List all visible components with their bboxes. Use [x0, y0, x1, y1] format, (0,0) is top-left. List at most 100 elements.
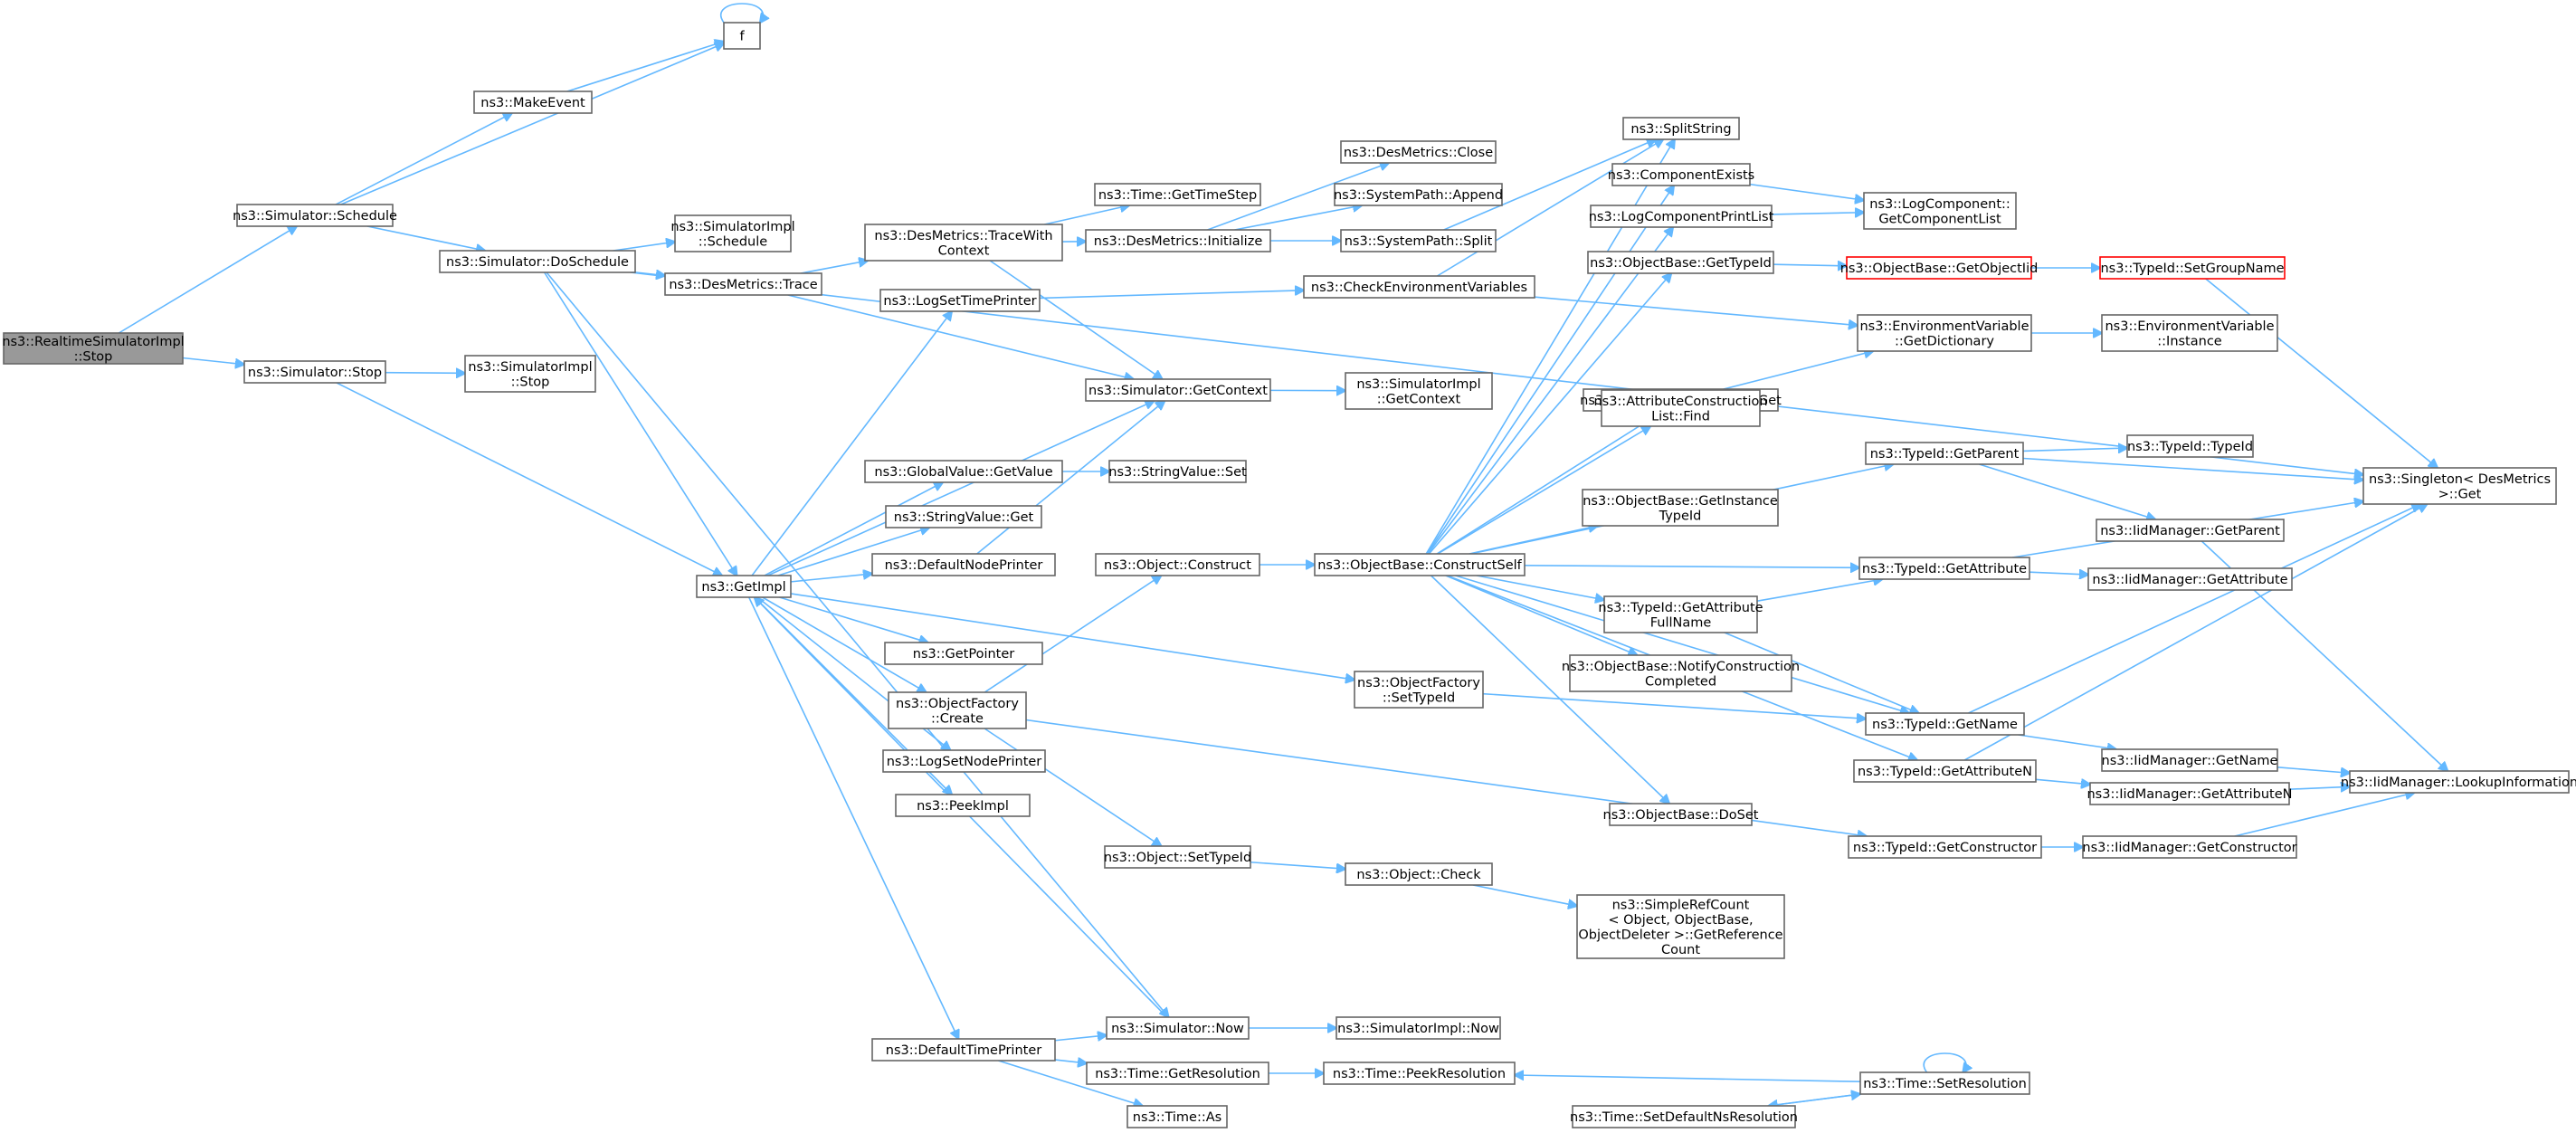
node-typeid-getparent[interactable]: ns3::TypeId::GetParent: [1865, 442, 2024, 465]
node-sim-getcontext[interactable]: ns3::Simulator::GetContext: [1085, 378, 1271, 402]
node-singleton-get[interactable]: ns3::Singleton< DesMetrics >::Get: [2362, 467, 2557, 505]
node-objfactory-create[interactable]: ns3::ObjectFactory::Create: [888, 691, 1027, 729]
node-simimpl-schedule[interactable]: ns3::SimulatorImpl::Schedule: [670, 214, 795, 252]
node-simplerefcount[interactable]: ns3::SimpleRefCount< Object, ObjectBase,…: [1576, 894, 1785, 959]
call-edge-syspath_split-to-splitstring: [1443, 139, 1656, 231]
node-desm-initialize[interactable]: ns3::DesMetrics::Initialize: [1085, 229, 1271, 252]
node-defaulttimeprinter[interactable]: ns3::DefaultTimePrinter: [871, 1038, 1056, 1062]
node-label: ns3::TypeId::TypeId: [2127, 440, 2253, 454]
node-ob-getobjectiid[interactable]: ns3::ObjectBase::GetObjectIid: [1840, 256, 2039, 280]
node-typeid-setgroupname[interactable]: ns3::TypeId::SetGroupName: [2099, 256, 2286, 280]
call-edge-getimpl-to-sim_getcontext: [767, 401, 1155, 576]
node-simimpl-stop[interactable]: ns3::SimulatorImpl::Stop: [464, 355, 596, 393]
node-syspath-split[interactable]: ns3::SystemPath::Split: [1340, 229, 1497, 252]
node-peekimpl[interactable]: ns3::PeekImpl: [895, 794, 1031, 817]
node-iidmgr-getconstructor[interactable]: ns3::IidManager::GetConstructor: [2082, 835, 2297, 859]
node-time-setdefaultns[interactable]: ns3::Time::SetDefaultNsResolution: [1570, 1105, 1798, 1128]
node-f[interactable]: f: [723, 22, 761, 50]
node-iidmgr-getname[interactable]: ns3::IidManager::GetName: [2101, 748, 2278, 772]
node-logcomp-getlist[interactable]: ns3::LogComponent::GetComponentList: [1863, 192, 2017, 230]
node-time-gettimestep[interactable]: ns3::Time::GetTimeStep: [1094, 183, 1261, 206]
node-check-env[interactable]: ns3::CheckEnvironmentVariables: [1303, 275, 1535, 299]
node-box: [1314, 553, 1526, 576]
call-edge-defaulttimeprinter-to-sim_now: [1054, 1035, 1107, 1041]
node-label: ns3::Time::GetResolution: [1095, 1067, 1260, 1081]
node-typeid-getconstructor[interactable]: ns3::TypeId::GetConstructor: [1848, 835, 2042, 859]
node-ob-doset[interactable]: ns3::ObjectBase::DoSet: [1603, 803, 1759, 826]
node-sim-doschedule[interactable]: ns3::Simulator::DoSchedule: [439, 250, 636, 273]
node-time-as[interactable]: ns3::Time::As: [1126, 1105, 1228, 1128]
node-box: [1582, 489, 1779, 527]
node-typeid-getattributen[interactable]: ns3::TypeId::GetAttributeN: [1853, 759, 2037, 783]
node-logcomp-printlist[interactable]: ns3::LogComponentPrintList: [1589, 205, 1774, 228]
node-make-event[interactable]: ns3::MakeEvent: [473, 90, 593, 114]
node-time-peekresolution[interactable]: ns3::Time::PeekResolution: [1323, 1062, 1516, 1085]
node-logset-nodeprinter[interactable]: ns3::LogSetNodePrinter: [882, 749, 1046, 773]
call-edge-ob_constructself-to-ob_gettypeid: [1428, 273, 1671, 555]
node-envvar-instance[interactable]: ns3::EnvironmentVariable::Instance: [2101, 314, 2278, 352]
node-label: List::Find: [1651, 409, 1710, 424]
call-edge-ob_constructself-to-ob_notifyconstr: [1445, 575, 1638, 655]
call-edge-getimpl-to-globalvalue_getvalue: [764, 482, 943, 576]
node-stringvalue-get[interactable]: ns3::StringValue::Get: [885, 505, 1042, 528]
node-label: ns3::DesMetrics::Trace: [669, 278, 817, 292]
node-syspath-append[interactable]: ns3::SystemPath::Append: [1334, 183, 1503, 206]
node-box: [243, 360, 386, 384]
node-logset-timeprinter[interactable]: ns3::LogSetTimePrinter: [879, 289, 1041, 312]
call-edge-sim_doschedule-to-simimpl_schedule: [613, 242, 675, 252]
node-sim-stop[interactable]: ns3::Simulator::Stop: [243, 360, 386, 384]
node-box: [1345, 862, 1493, 886]
node-simimpl-getcontext[interactable]: ns3::SimulatorImpl::GetContext: [1345, 372, 1493, 410]
call-edge-typeid_getattributen-to-singleton_get: [1963, 504, 2427, 761]
node-label: ns3::TypeId::GetAttribute: [1862, 562, 2027, 576]
node-object-check[interactable]: ns3::Object::Check: [1345, 862, 1493, 886]
node-ob-gettypeid[interactable]: ns3::ObjectBase::GetTypeId: [1587, 251, 1774, 274]
node-object-settypeid[interactable]: ns3::Object::SetTypeId: [1104, 845, 1251, 869]
node-object-construct[interactable]: ns3::Object::Construct: [1095, 553, 1260, 576]
node-box: [1857, 314, 2032, 352]
node-ob-constructself[interactable]: ns3::ObjectBase::ConstructSelf: [1314, 553, 1526, 576]
node-globalvalue-getvalue[interactable]: ns3::GlobalValue::GetValue: [864, 460, 1063, 483]
node-ob-notifyconstr[interactable]: ns3::ObjectBase::NotifyConstructionCompl…: [1562, 654, 1800, 692]
node-iidmgr-getparent[interactable]: ns3::IidManager::GetParent: [2096, 519, 2285, 542]
node-objfactory-settypeid[interactable]: ns3::ObjectFactory::SetTypeId: [1354, 671, 1484, 709]
node-label: ns3::Simulator::DoSchedule: [446, 255, 629, 270]
node-sim-now[interactable]: ns3::Simulator::Now: [1106, 1016, 1250, 1040]
node-label: < Object, ObjectBase,: [1608, 913, 1753, 928]
node-envvar-getdict[interactable]: ns3::EnvironmentVariable::GetDictionary: [1857, 314, 2032, 352]
node-comp-exists[interactable]: ns3::ComponentExists: [1608, 163, 1755, 186]
node-typeid-getname[interactable]: ns3::TypeId::GetName: [1865, 712, 2025, 736]
node-box: [2089, 782, 2290, 805]
node-defaultnodeprinter[interactable]: ns3::DefaultNodePrinter: [871, 553, 1056, 576]
node-typeid-getattribute[interactable]: ns3::TypeId::GetAttribute: [1858, 557, 2030, 580]
node-simimpl-now[interactable]: ns3::SimulatorImpl::Now: [1336, 1016, 1501, 1040]
node-root[interactable]: ns3::RealtimeSimulatorImpl::Stop: [2, 332, 185, 365]
node-time-getresolution[interactable]: ns3::Time::GetResolution: [1086, 1062, 1269, 1085]
call-edge-getimpl-to-defaultnodeprinter: [790, 574, 872, 583]
node-iidmgr-lookupinfo[interactable]: ns3::IidManager::LookupInformation: [2341, 770, 2576, 794]
node-splitstring[interactable]: ns3::SplitString: [1622, 117, 1740, 140]
node-desm-trace[interactable]: ns3::DesMetrics::Trace: [664, 272, 822, 296]
node-sim-schedule[interactable]: ns3::Simulator::Schedule: [233, 204, 397, 227]
node-getimpl[interactable]: ns3::GetImpl: [696, 575, 792, 598]
node-label: ns3::SystemPath::Split: [1345, 234, 1493, 249]
call-edge-ob_constructself-to-ob_doset: [1430, 575, 1669, 804]
node-stringvalue-set[interactable]: ns3::StringValue::Set: [1108, 460, 1247, 483]
node-box: [1865, 442, 2024, 465]
node-box: [1340, 140, 1497, 164]
node-label: ns3::AttributeConstruction: [1593, 395, 1767, 409]
node-typeid-typeid[interactable]: ns3::TypeId::TypeId: [2126, 434, 2254, 458]
node-time-setresolution[interactable]: ns3::Time::SetResolution: [1859, 1071, 2030, 1095]
node-getpointer[interactable]: ns3::GetPointer: [884, 642, 1043, 665]
call-edge-logcomp_printlist-to-logcomp_getlist: [1771, 213, 1864, 214]
node-iidmgr-getattribute[interactable]: ns3::IidManager::GetAttribute: [2087, 567, 2293, 591]
node-box: [895, 794, 1031, 817]
node-box: [696, 575, 792, 598]
node-iidmgr-getattributen[interactable]: ns3::IidManager::GetAttributeN: [2086, 782, 2293, 805]
node-desm-close[interactable]: ns3::DesMetrics::Close: [1340, 140, 1497, 164]
node-box: [1865, 712, 2025, 736]
